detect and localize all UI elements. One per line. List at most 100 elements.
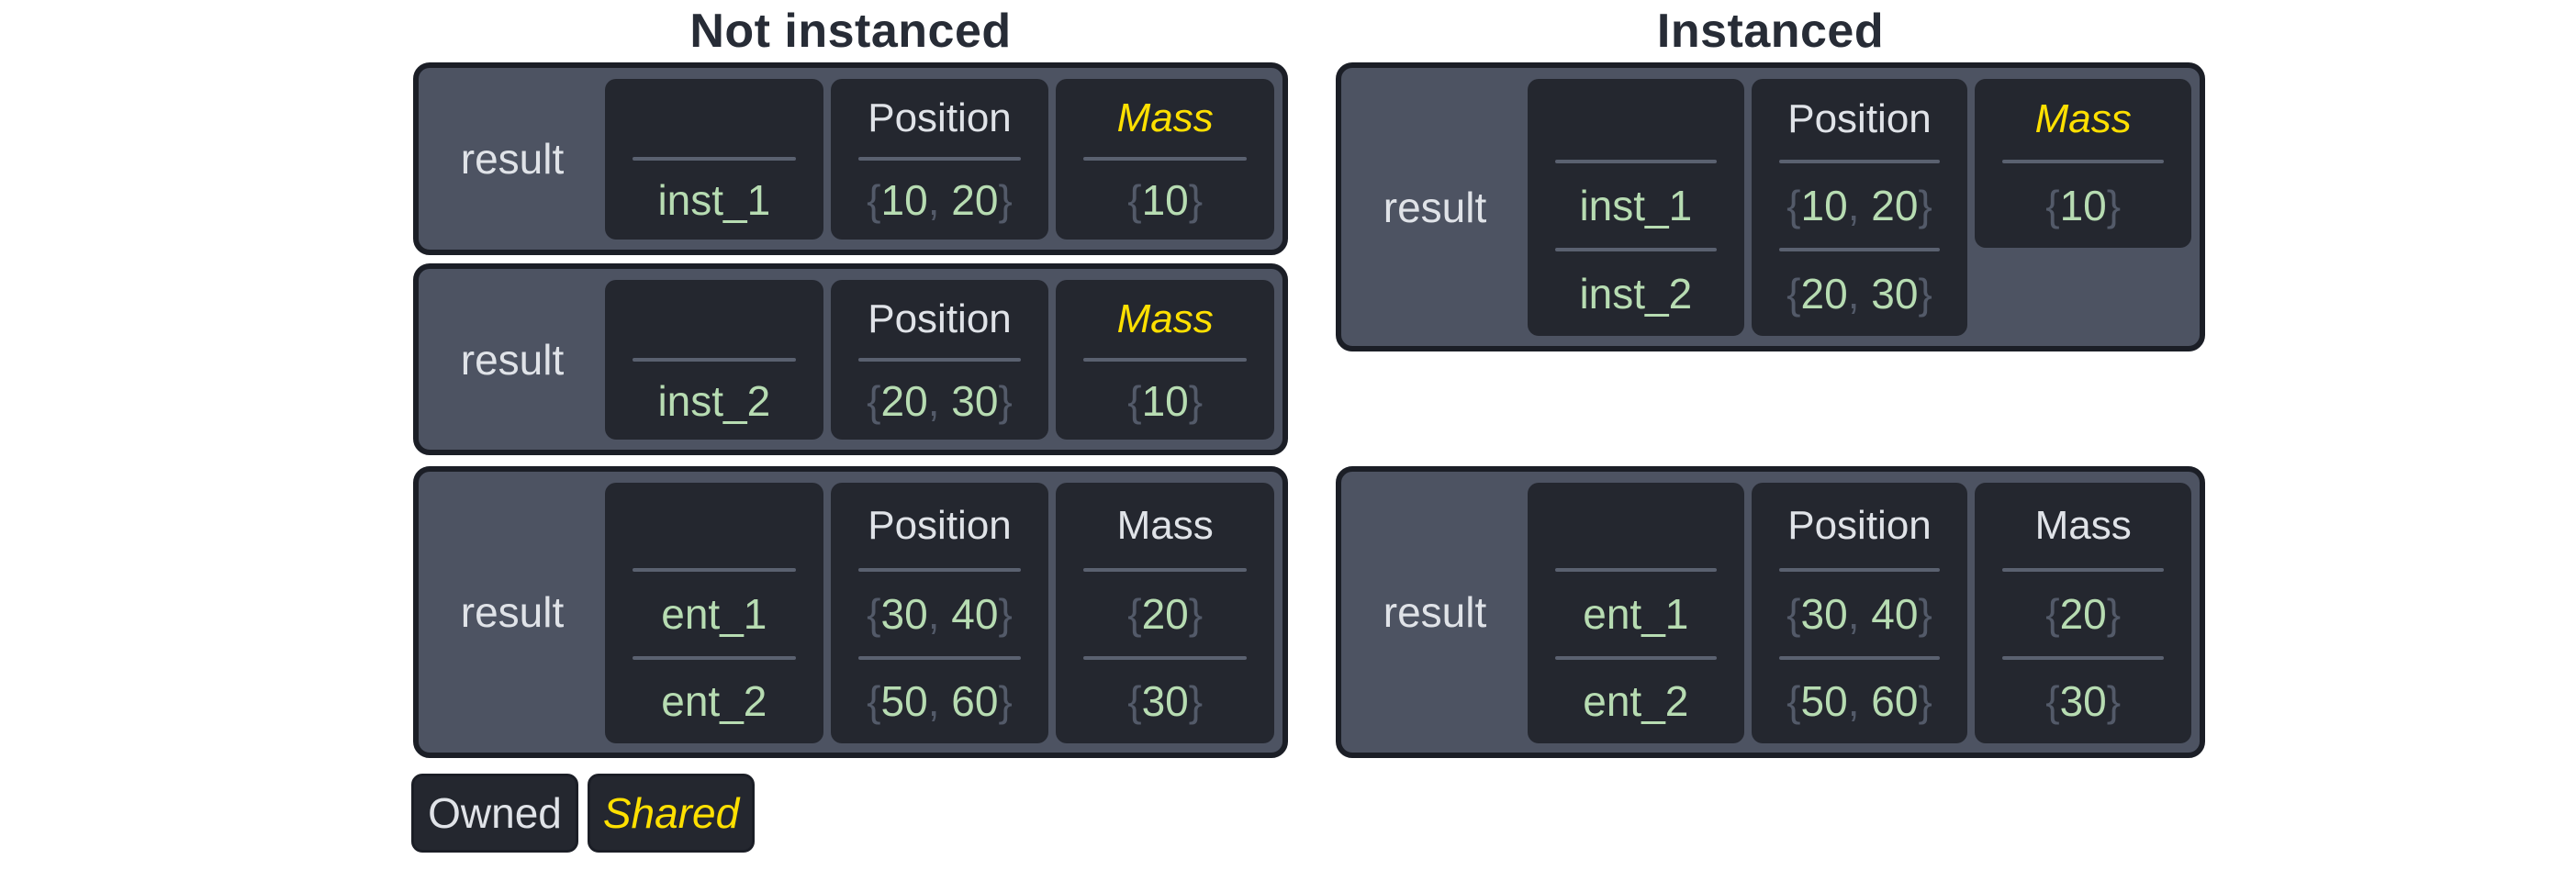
entity-row: ent_1 bbox=[1528, 572, 1744, 656]
cell-divider bbox=[1555, 568, 1717, 572]
value-separator: , bbox=[1847, 677, 1872, 726]
open-brace: { bbox=[2045, 182, 2060, 229]
cell-divider bbox=[1555, 160, 1717, 163]
open-brace: { bbox=[1127, 677, 1142, 726]
value-row: {20} bbox=[1056, 572, 1274, 656]
cell-divider bbox=[633, 157, 796, 161]
value-row: {10} bbox=[1056, 161, 1274, 240]
value-separator: , bbox=[1847, 589, 1872, 638]
close-brace: } bbox=[1188, 176, 1204, 224]
column-header: Position bbox=[868, 296, 1012, 341]
value-row: {20} bbox=[1975, 572, 2191, 656]
close-brace: } bbox=[2106, 677, 2122, 726]
value-row: {20, 30} bbox=[831, 362, 1049, 440]
value-separator: , bbox=[927, 677, 952, 726]
close-brace: } bbox=[1188, 589, 1204, 638]
column-cell: inst_1 bbox=[605, 79, 823, 240]
entity-name: ent_1 bbox=[661, 589, 767, 638]
open-brace: { bbox=[1786, 589, 1801, 638]
entity-row: inst_1 bbox=[1528, 163, 1744, 248]
number-value: 20 bbox=[1871, 182, 1919, 229]
open-brace: { bbox=[1127, 589, 1142, 638]
number-value: 30 bbox=[951, 376, 999, 425]
entity-name: ent_2 bbox=[661, 677, 767, 726]
entity-row: inst_1 bbox=[605, 161, 823, 240]
cell-divider bbox=[857, 157, 1022, 161]
open-brace: { bbox=[2045, 589, 2060, 638]
column-cell: Position{10, 20} bbox=[830, 79, 1049, 240]
value-separator: , bbox=[927, 176, 952, 224]
close-brace: } bbox=[2106, 589, 2122, 638]
cell-divider bbox=[857, 655, 1022, 660]
number-value: 20 bbox=[880, 376, 928, 425]
close-brace: } bbox=[1188, 677, 1204, 726]
value-row: {50, 60} bbox=[831, 660, 1049, 744]
column-cell: Mass {10} bbox=[1056, 79, 1275, 240]
close-brace: } bbox=[1918, 182, 1932, 229]
entity-name: ent_2 bbox=[1583, 677, 1689, 726]
number-value: 30 bbox=[1871, 270, 1919, 318]
close-brace: } bbox=[1918, 270, 1932, 318]
cell-divider bbox=[633, 568, 796, 572]
value-separator: , bbox=[927, 589, 952, 638]
column-cell: ent_1 ent_2 bbox=[1528, 483, 1744, 743]
value-separator: , bbox=[1847, 182, 1872, 229]
column-header-empty bbox=[605, 280, 823, 358]
close-brace: } bbox=[998, 677, 1013, 726]
value-row: {30, 40} bbox=[831, 572, 1049, 656]
number-value: 30 bbox=[880, 589, 928, 638]
column-header: Mass bbox=[2034, 502, 2132, 548]
entity-row: inst_2 bbox=[1528, 251, 1744, 336]
column-cell: Position{10, 20}{20, 30} bbox=[1751, 79, 1968, 336]
close-brace: } bbox=[998, 376, 1013, 425]
number-value: 10 bbox=[1800, 182, 1848, 229]
result-label: result bbox=[1383, 588, 1487, 636]
cell-divider bbox=[2002, 568, 2165, 572]
value-row: {30} bbox=[1056, 660, 1274, 744]
column-cell: ent_1 ent_2 bbox=[605, 483, 823, 743]
number-value: 20 bbox=[1800, 270, 1848, 318]
entity-name: inst_1 bbox=[1579, 182, 1693, 229]
result-label: result bbox=[1383, 183, 1487, 231]
column-cell: Mass{20}{30} bbox=[1056, 483, 1275, 744]
open-brace: { bbox=[867, 677, 881, 726]
column-header: Mass bbox=[1116, 296, 1214, 341]
open-brace: { bbox=[1127, 376, 1142, 425]
close-brace: } bbox=[998, 176, 1013, 224]
open-brace: { bbox=[867, 589, 881, 638]
number-value: 50 bbox=[1800, 677, 1848, 726]
number-value: 60 bbox=[1871, 677, 1919, 726]
open-brace: { bbox=[867, 176, 881, 224]
column-cell: Mass{10} bbox=[1975, 79, 2192, 248]
close-brace: } bbox=[998, 589, 1013, 638]
number-value: 20 bbox=[2059, 589, 2107, 638]
close-brace: } bbox=[1918, 677, 1932, 726]
value-separator: , bbox=[927, 376, 952, 425]
open-brace: { bbox=[2045, 677, 2060, 726]
value-row: {10} bbox=[1056, 362, 1274, 440]
value-row: {30} bbox=[1975, 660, 2191, 744]
number-value: 10 bbox=[1141, 376, 1189, 425]
result-label: result bbox=[460, 135, 565, 183]
legend-owned-label: Owned bbox=[428, 789, 562, 837]
result-label: result bbox=[460, 335, 565, 384]
legend-shared-label: Shared bbox=[602, 789, 740, 837]
number-value: 10 bbox=[1141, 176, 1189, 224]
entity-row: ent_1 bbox=[605, 572, 823, 656]
open-brace: { bbox=[1786, 270, 1801, 318]
column-header-empty bbox=[1528, 483, 1744, 568]
cell-divider bbox=[857, 568, 1022, 572]
column-header: Mass bbox=[2034, 96, 2132, 141]
value-row: {20, 30} bbox=[1752, 251, 1968, 336]
not-instanced-title: Not instanced bbox=[689, 5, 1012, 58]
cell-divider bbox=[2002, 655, 2165, 660]
column-header-empty bbox=[1528, 79, 1744, 160]
column-header: Mass bbox=[1116, 95, 1214, 140]
legend-shared-badge: Shared bbox=[588, 774, 755, 853]
cell-divider bbox=[633, 358, 796, 362]
entity-name: ent_1 bbox=[1583, 589, 1689, 638]
